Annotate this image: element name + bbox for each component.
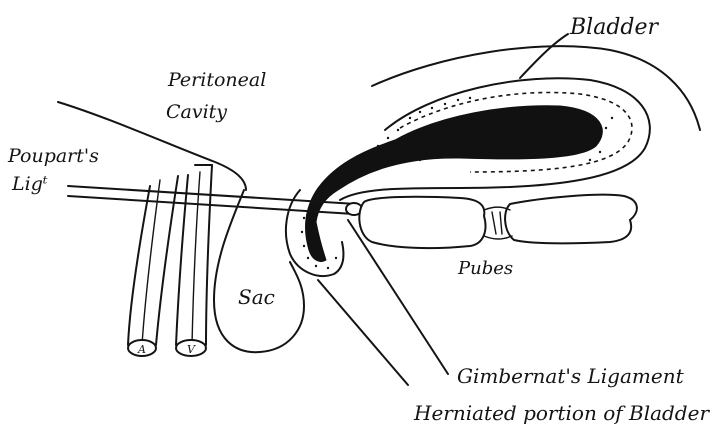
vessel-label-a: A (137, 343, 146, 356)
pubic-bones (359, 195, 637, 248)
hernia-sac (214, 190, 304, 352)
leader-herniated (318, 280, 408, 385)
label-pubes: Pubes (457, 258, 513, 279)
label-ligt: Ligᵗ (11, 173, 48, 195)
label-bladder: Bladder (569, 15, 660, 40)
vessel-label-v: V (187, 343, 196, 356)
label-sac: Sac (238, 285, 275, 309)
label-herniated: Herniated portion of Bladder (413, 401, 710, 425)
label-cavity: Cavity (166, 101, 227, 123)
label-peritoneal: Peritoneal (167, 69, 266, 91)
leader-bladder (520, 34, 568, 78)
label-gimbernat: Gimbernat's Ligament (457, 364, 685, 388)
label-pouparts: Poupart's (7, 145, 99, 167)
